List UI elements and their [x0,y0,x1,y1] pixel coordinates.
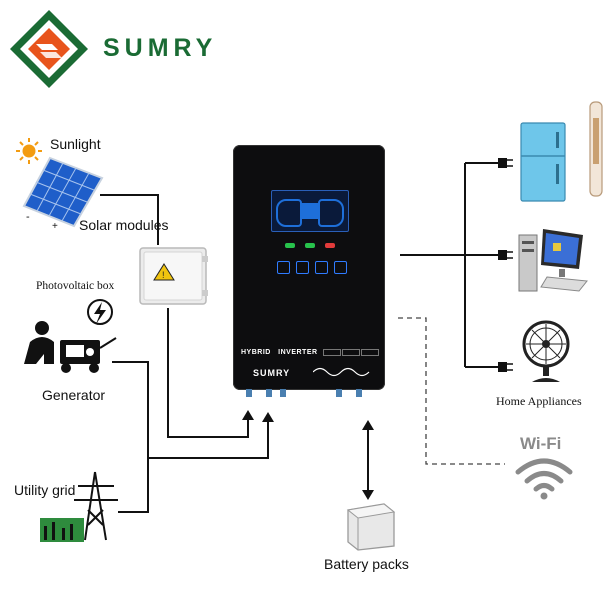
brand-logo [8,8,90,90]
sine-wave-icon [313,367,370,377]
inverter-screen [271,190,349,232]
fridge-icon [520,122,566,202]
brand-name: SUMRY [103,34,218,62]
battery-icon [346,503,396,551]
svg-text:+: + [52,221,58,230]
logo-icon [10,10,88,88]
svg-text:-: - [26,211,30,223]
status-leds [285,243,335,249]
screen-gauge-left-icon [276,199,302,227]
screen-center-icon [302,203,318,219]
air-conditioner-icon [589,101,603,197]
sun-icon [16,138,42,164]
sunlight-label: Sunlight [50,136,101,152]
generator-label: Generator [42,387,106,403]
wifi-label: Wi-Fi [520,434,562,453]
down-button[interactable] [315,261,328,274]
button-row [277,261,347,274]
pv-box-icon: ! [139,247,208,305]
inverter-terminals [246,389,362,397]
svg-text:!: ! [162,270,165,280]
fan-icon [522,320,570,382]
screen-gauge-right-icon [318,199,344,227]
battery-packs-label: Battery packs [324,556,409,572]
utility-grid-label: Utility grid [14,482,76,498]
wifi-icon [515,458,573,500]
home-appliances-label: Home Appliances [496,394,582,408]
solar-modules-label: Solar modules [79,217,169,233]
inverter-brand-label: SUMRY [253,368,291,378]
computer-icon [518,229,588,292]
generator-icon [24,299,117,373]
pylon-icon [40,471,118,542]
menu-button[interactable] [277,261,290,274]
enter-button[interactable] [334,261,347,274]
hybrid-inverter: HYBRID INVERTER SUMRY [233,145,385,390]
up-button[interactable] [296,261,309,274]
solar-panel-icon: - + [22,156,104,230]
photovoltaic-box-label: Photovoltaic box [36,280,115,292]
plug-icon [498,158,513,372]
inverter-model-label: HYBRID INVERTER [241,349,318,356]
spec-badges [323,349,379,356]
